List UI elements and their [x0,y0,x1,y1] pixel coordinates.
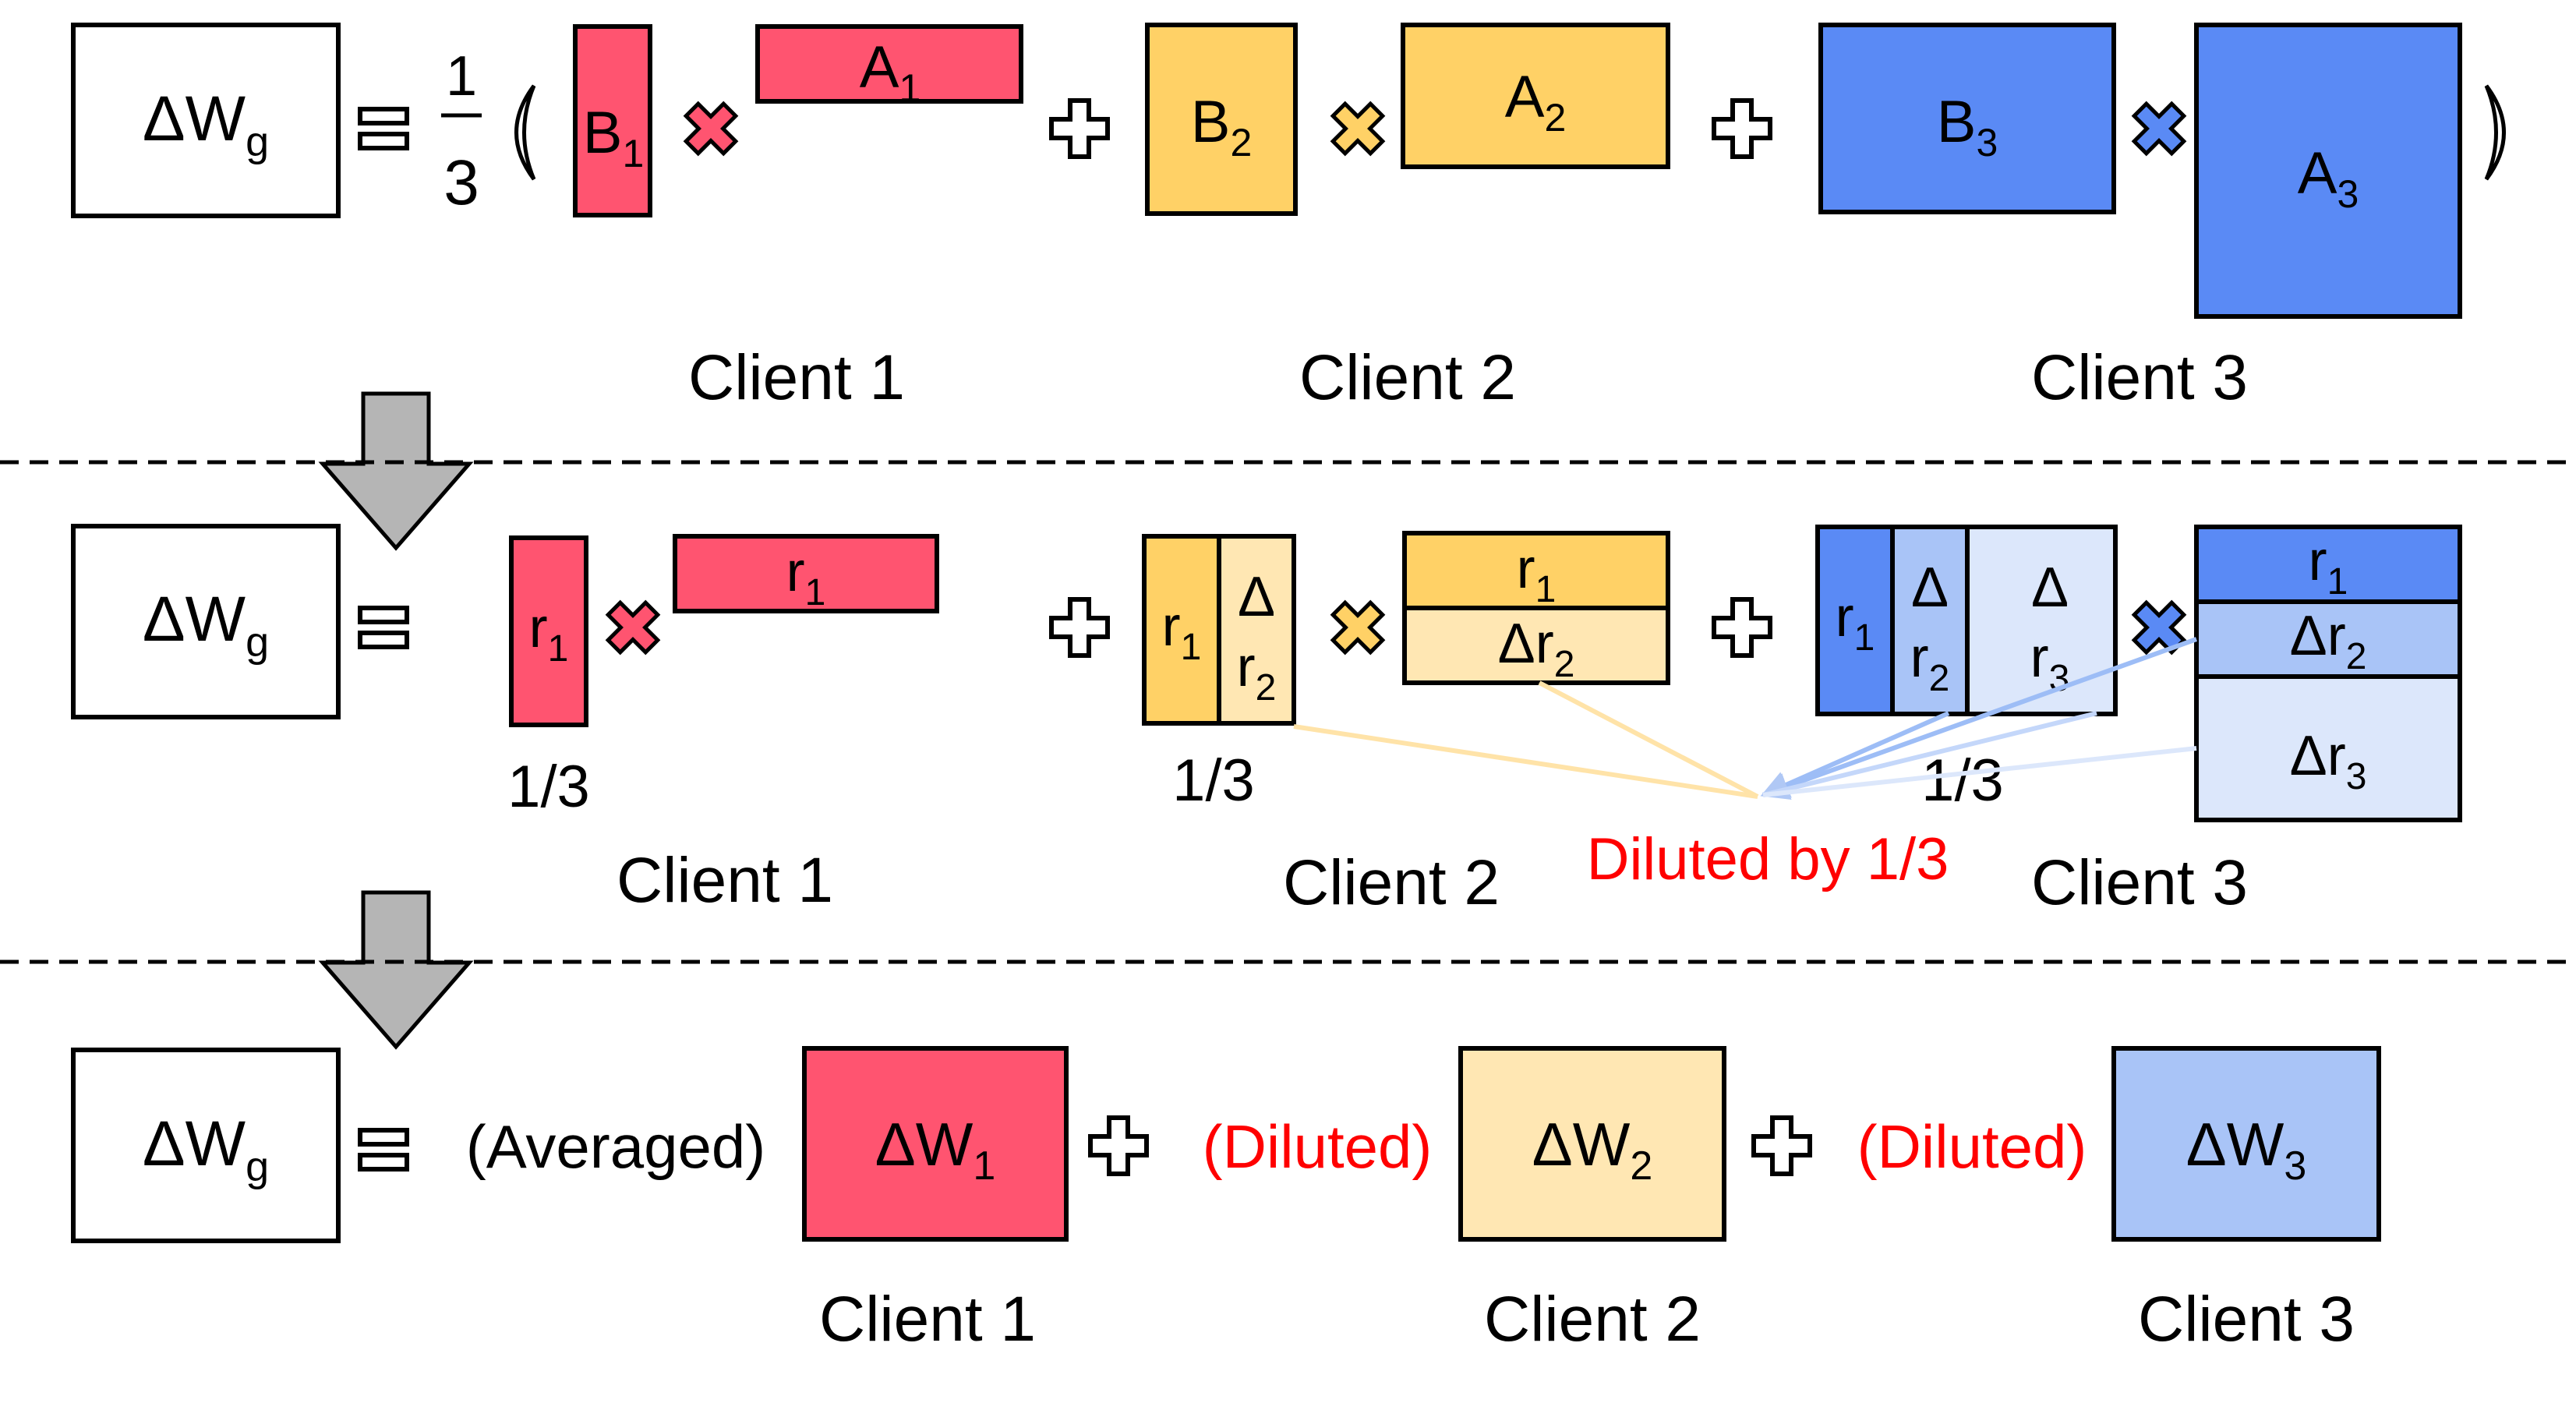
delta-w-global-box [71,1048,341,1243]
client3-delta-w-label: ΔW3 [2186,1110,2307,1189]
client3-a-label: A3 [2298,140,2359,216]
client2-a-cell [1402,606,1670,685]
right-paren [2484,84,2506,181]
down-arrow-1 [318,391,474,551]
delta-w-global-label: ΔWg [143,1108,269,1190]
client3-multiply-icon [2131,599,2187,656]
client1-a-cell-label: r1 [786,541,826,613]
delta-w-global-box [71,524,341,719]
client3-label: Client 3 [2031,342,2248,413]
client3-b-cell-label: r3 [2030,627,2070,699]
client2-label: Client 2 [1283,847,1500,918]
client2-delta-w-box [1458,1046,1726,1242]
row-3: ΔWg (Averaged) ΔW1 Client 1 (Diluted) ΔW… [71,1046,2381,1355]
client1-a-matrix [755,24,1023,104]
equals-sign [358,1128,409,1172]
client2-a-cell-label: Δr2 [1498,613,1575,685]
client2-b-cell-label: r2 [1237,636,1277,709]
client2-b-matrix [1145,23,1298,216]
diluted-note: Diluted by 1/3 [1587,826,1949,892]
client2-b-cell [1142,534,1221,726]
plus-icon [1049,597,1110,658]
client3-b-cell-delta: Δ [2031,557,2069,619]
client3-b-cell-delta: Δ [1911,557,1949,619]
diluted-label: (Diluted) [1857,1112,2087,1181]
client2-b-label: B2 [1191,89,1253,164]
client3-multiply-icon [2131,101,2187,157]
row-2: ΔWg r1 r1 1/3 Client 1 r1 Δ r2 r1 Δr2 1/… [71,524,2462,918]
client1-a-label: A1 [860,34,921,110]
client2-a-label: A2 [1505,64,1567,140]
delta-w-global-label: ΔWg [143,584,269,666]
dilution-arrow [1538,680,1759,799]
dilution-arrow [1760,637,2198,800]
client3-delta-w-box [2111,1046,2381,1242]
client2-multiply-icon [1330,599,1386,656]
client3-a-cell [2194,525,2462,604]
client1-label: Client 1 [617,845,833,916]
client3-a-cell-label: r1 [2309,530,2348,603]
client1-b-cell-label: r1 [529,597,569,670]
client3-b-cell-label: r1 [1836,586,1875,659]
client3-b-matrix [1818,23,2116,214]
client2-b-cell-label: r1 [1162,595,1202,668]
client1-label: Client 1 [688,342,905,413]
client2-delta-w-label: ΔW2 [1532,1110,1653,1189]
plus-icon [1712,98,1772,159]
client2-a-cell-label: r1 [1517,538,1557,610]
client3-a-matrix [2194,23,2462,319]
left-paren [514,84,536,181]
plus-icon [1088,1115,1149,1176]
client3-label: Client 3 [2031,847,2248,918]
client3-fraction: 1/3 [1921,747,2004,814]
client3-b-cell-label: r2 [1910,627,1950,699]
dilution-arrows [1293,637,2198,800]
equals-sign [358,107,409,150]
client1-a-cell [673,534,939,613]
client1-b-cell [509,535,588,727]
down-arrow-2 [318,890,474,1050]
plus-icon [1049,98,1110,159]
client3-b-cell [1965,525,2118,716]
client2-label: Client 2 [1299,342,1516,413]
averaged-label: (Averaged) [466,1112,765,1181]
client2-b-cell [1217,534,1296,726]
client3-b-label: B3 [1937,89,1998,164]
client3-a-cell [2194,674,2462,822]
dilution-arrow [1293,724,1758,799]
dilution-arrow [1760,711,1950,798]
plus-icon [1751,1115,1812,1176]
client1-b-matrix [573,24,652,217]
client2-a-matrix [1401,23,1670,169]
equals-sign [358,606,409,649]
delta-w-global-box [71,23,341,218]
client1-multiply-icon [683,101,739,157]
svg-text:3: 3 [443,147,479,218]
client1-b-label: B1 [583,100,645,175]
dilution-arrow [1762,711,2097,797]
one-third-fraction: 1 3 [441,45,482,218]
client3-label: Client 3 [2138,1284,2355,1355]
client2-multiply-icon [1330,101,1386,157]
client2-a-cell [1402,531,1670,610]
diluted-label: (Diluted) [1203,1112,1433,1181]
client1-fraction: 1/3 [507,754,590,820]
svg-text:1: 1 [446,45,477,108]
client1-delta-w-label: ΔW1 [875,1110,996,1189]
client1-label: Client 1 [819,1284,1036,1355]
client3-a-cell-label: Δr2 [2290,605,2367,677]
plus-icon [1712,597,1772,658]
client2-fraction: 1/3 [1172,747,1255,814]
client2-b-cell-delta: Δ [1238,566,1275,628]
row-1: ΔWg 1 3 B1 A1 Client 1 B2 A2 Cl [71,23,2506,413]
delta-w-global-label: ΔWg [143,83,269,165]
client1-multiply-icon [605,599,661,656]
client2-label: Client 2 [1484,1284,1701,1355]
client3-a-cell-label: Δr3 [2290,725,2367,797]
client1-delta-w-box [802,1046,1069,1242]
dilution-arrow [1762,746,2197,797]
